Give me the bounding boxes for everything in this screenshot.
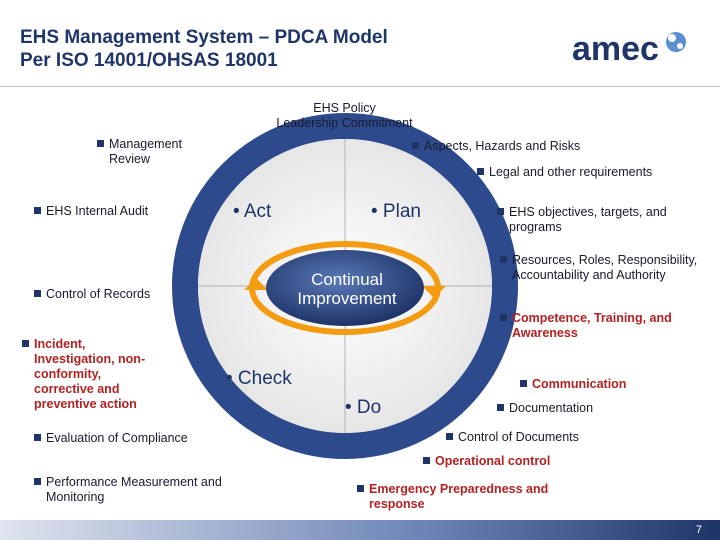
page-title: EHS Management System – PDCA Model Per I… (20, 26, 388, 72)
bullet-icon (497, 404, 504, 411)
bullet-icon (412, 142, 419, 149)
bullet-icon (500, 256, 507, 263)
right-item: Competence, Training, and Awareness (500, 311, 717, 341)
right-item: Emergency Preparedness and response (357, 482, 599, 512)
arrow-head-left (244, 278, 268, 290)
bullet-icon (97, 140, 104, 147)
left-item: Performance Measurement and Monitoring (34, 475, 261, 505)
bullet-icon (520, 380, 527, 387)
left-item: EHS Internal Audit (34, 204, 156, 219)
arrow-head-right (422, 286, 446, 298)
logo-text: amec (572, 30, 659, 68)
right-item: Legal and other requirements (477, 165, 719, 180)
right-item: Documentation (497, 401, 709, 416)
bullet-icon (477, 168, 484, 175)
policy-label: EHS Policy Leadership Commitment (262, 101, 427, 131)
right-item: Aspects, Hazards and Risks (412, 139, 624, 154)
phase-plan: • Plan (371, 201, 421, 222)
bullet-icon (22, 340, 29, 347)
right-item: Resources, Roles, Responsibility, Accoun… (500, 253, 717, 283)
center-line-1: Continual (311, 270, 383, 289)
footer-bar (0, 520, 720, 540)
policy-line-1: EHS Policy (313, 101, 376, 115)
title-line-2: Per ISO 14001/OHSAS 18001 (20, 50, 278, 71)
amec-logo: amec (572, 30, 686, 68)
center-line-2: Improvement (297, 289, 397, 308)
title-divider (0, 86, 720, 87)
left-item: Management Review (97, 137, 219, 167)
bullet-icon (500, 314, 507, 321)
page-number: 7 (695, 524, 702, 536)
bullet-icon (357, 485, 364, 492)
bullet-icon (34, 478, 41, 485)
left-item: Incident, Investigation, non-conformity,… (22, 337, 164, 412)
bullet-icon (34, 290, 41, 297)
center-label: Continual Improvement (272, 270, 422, 308)
phase-check: • Check (226, 368, 292, 389)
bullet-icon (497, 208, 504, 215)
left-item: Evaluation of Compliance (34, 431, 246, 446)
policy-line-2: Leadership Commitment (276, 116, 413, 130)
right-item: EHS objectives, targets, and programs (497, 205, 709, 235)
right-item: Communication (520, 377, 712, 392)
bullet-icon (34, 434, 41, 441)
bullet-icon (446, 433, 453, 440)
left-item: Control of Records (34, 287, 156, 302)
outer-ring (172, 113, 518, 459)
phase-do: • Do (345, 397, 382, 418)
right-item: Control of Documents (446, 430, 678, 445)
right-item: Operational control (423, 454, 655, 469)
title-line-1: EHS Management System – PDCA Model (20, 27, 388, 48)
phase-act: • Act (233, 201, 272, 222)
bullet-icon (34, 207, 41, 214)
bullet-icon (423, 457, 430, 464)
center-oval (266, 250, 424, 326)
